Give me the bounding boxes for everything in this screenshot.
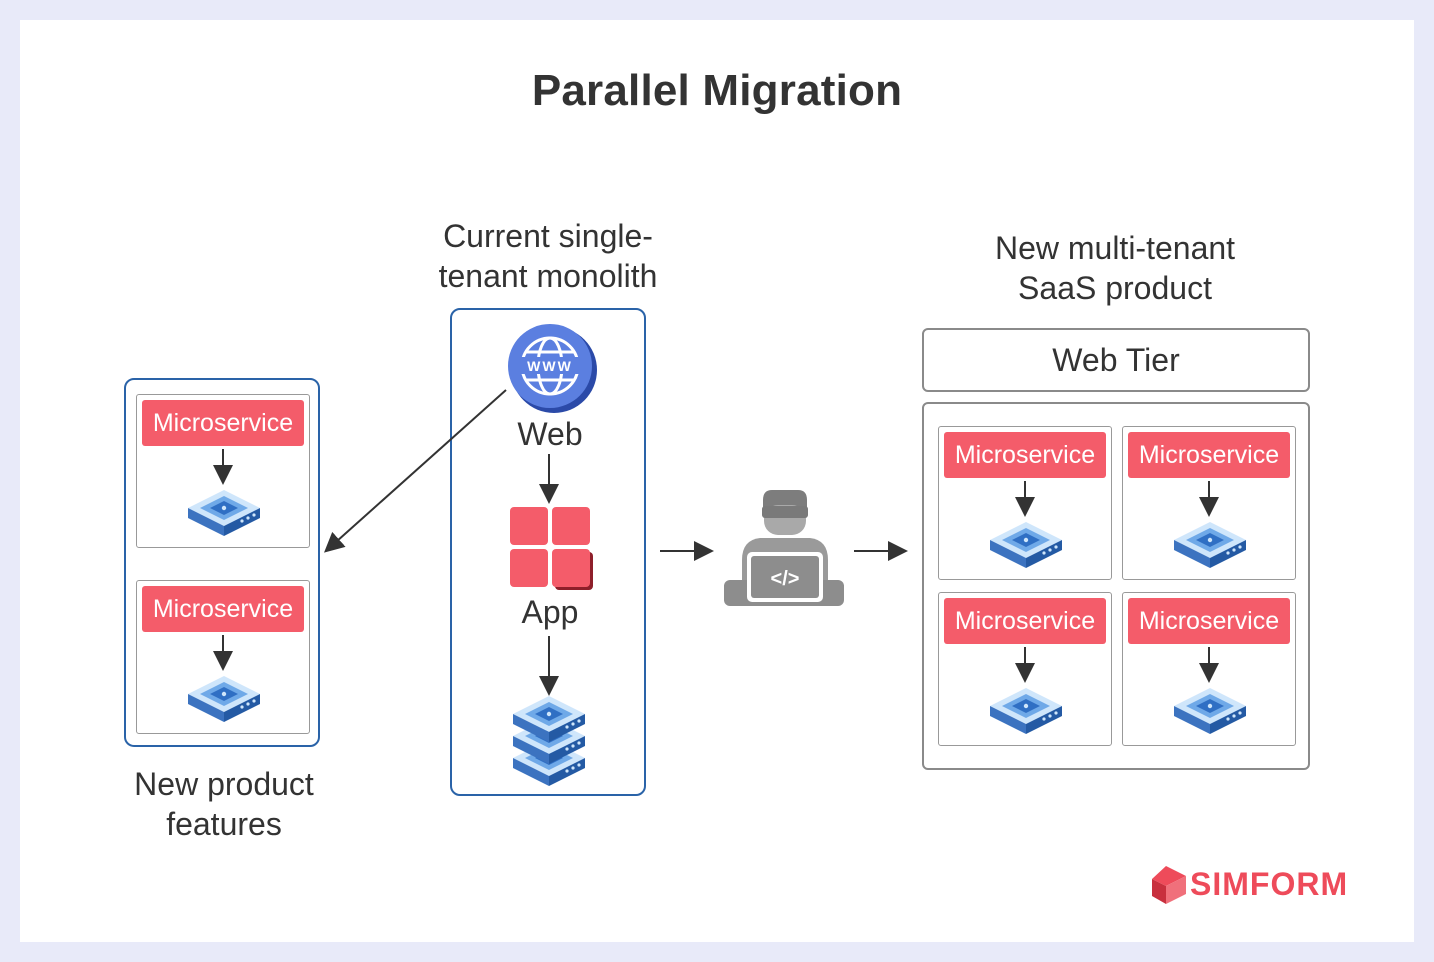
server-icon [188, 490, 260, 536]
microservice-label: Microservice [944, 598, 1106, 644]
server-icon [188, 676, 260, 722]
svg-text:WWW: WWW [527, 358, 573, 374]
server-icon [1174, 522, 1246, 568]
server-icon [1174, 688, 1246, 734]
microservice-label: Microservice [142, 400, 304, 446]
microservice-label: Microservice [142, 586, 304, 632]
simform-logo-icon [1152, 866, 1186, 904]
developer-icon: </> [724, 490, 844, 606]
app-label: App [521, 594, 579, 630]
page-title: Parallel Migration [531, 66, 903, 115]
web-tier-label: Web Tier [1052, 342, 1180, 378]
app-grid-icon [510, 507, 593, 590]
web-label: Web [517, 416, 583, 452]
saas-caption: New multi-tenant SaaS product [994, 230, 1236, 306]
new-features-caption: New product features [134, 766, 314, 842]
simform-logo-text: SIMFORM [1190, 866, 1349, 902]
microservice-label: Microservice [1128, 432, 1290, 478]
globe-icon: WWW [508, 324, 597, 413]
arrow-web-to-features [324, 389, 507, 553]
server-icon [990, 522, 1062, 568]
microservice-label: Microservice [1128, 598, 1290, 644]
monolith-caption: Current single- tenant monolith [438, 218, 658, 294]
web-tier-box: Web Tier [922, 328, 1310, 392]
microservice-label: Microservice [944, 432, 1106, 478]
database-icon [513, 696, 585, 786]
svg-text:</>: </> [771, 568, 800, 590]
server-icon [990, 688, 1062, 734]
